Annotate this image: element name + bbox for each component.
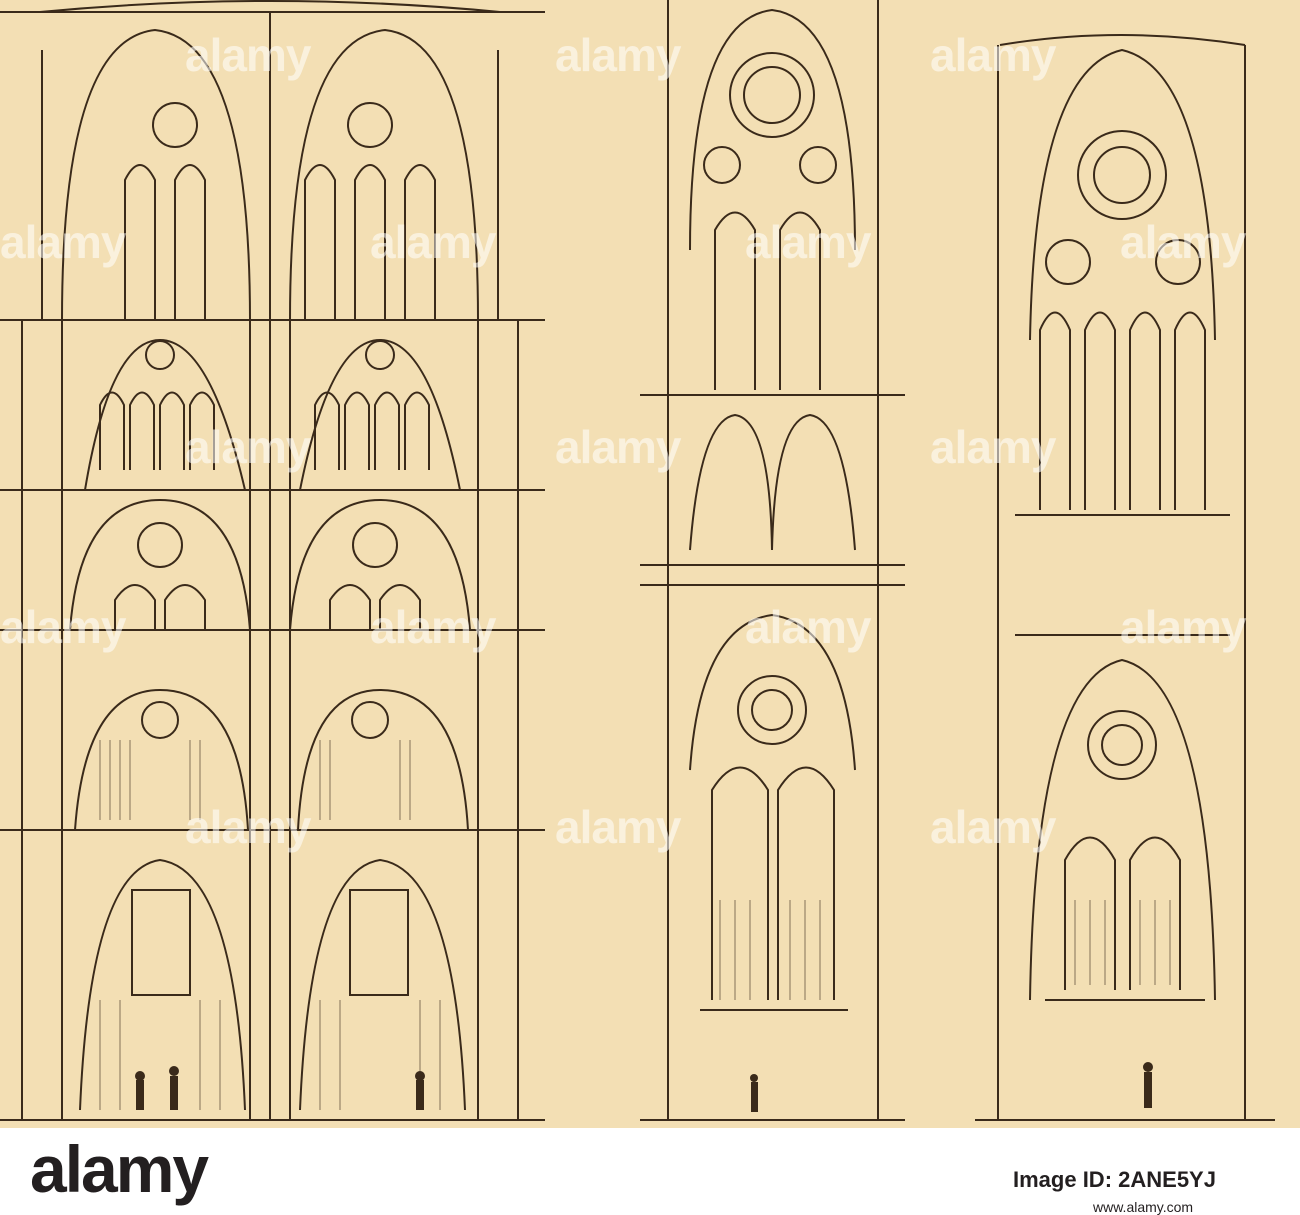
site-url: www.alamy.com xyxy=(1093,1199,1194,1215)
image-id-label: Image ID: 2ANE5YJ xyxy=(1013,1167,1216,1192)
gothic-nave-elevations-engraving: alamy alamy alamy alamy alamy alamy alam… xyxy=(0,0,1300,1128)
right-elevation xyxy=(975,34,1275,1121)
engraving-illustration xyxy=(0,0,1275,1121)
footer-bar xyxy=(0,1128,1300,1215)
alamy-logo: alamy xyxy=(30,1132,209,1206)
human-figures xyxy=(135,1062,1153,1112)
left-elevation xyxy=(0,0,545,1121)
middle-elevation xyxy=(640,0,905,1121)
